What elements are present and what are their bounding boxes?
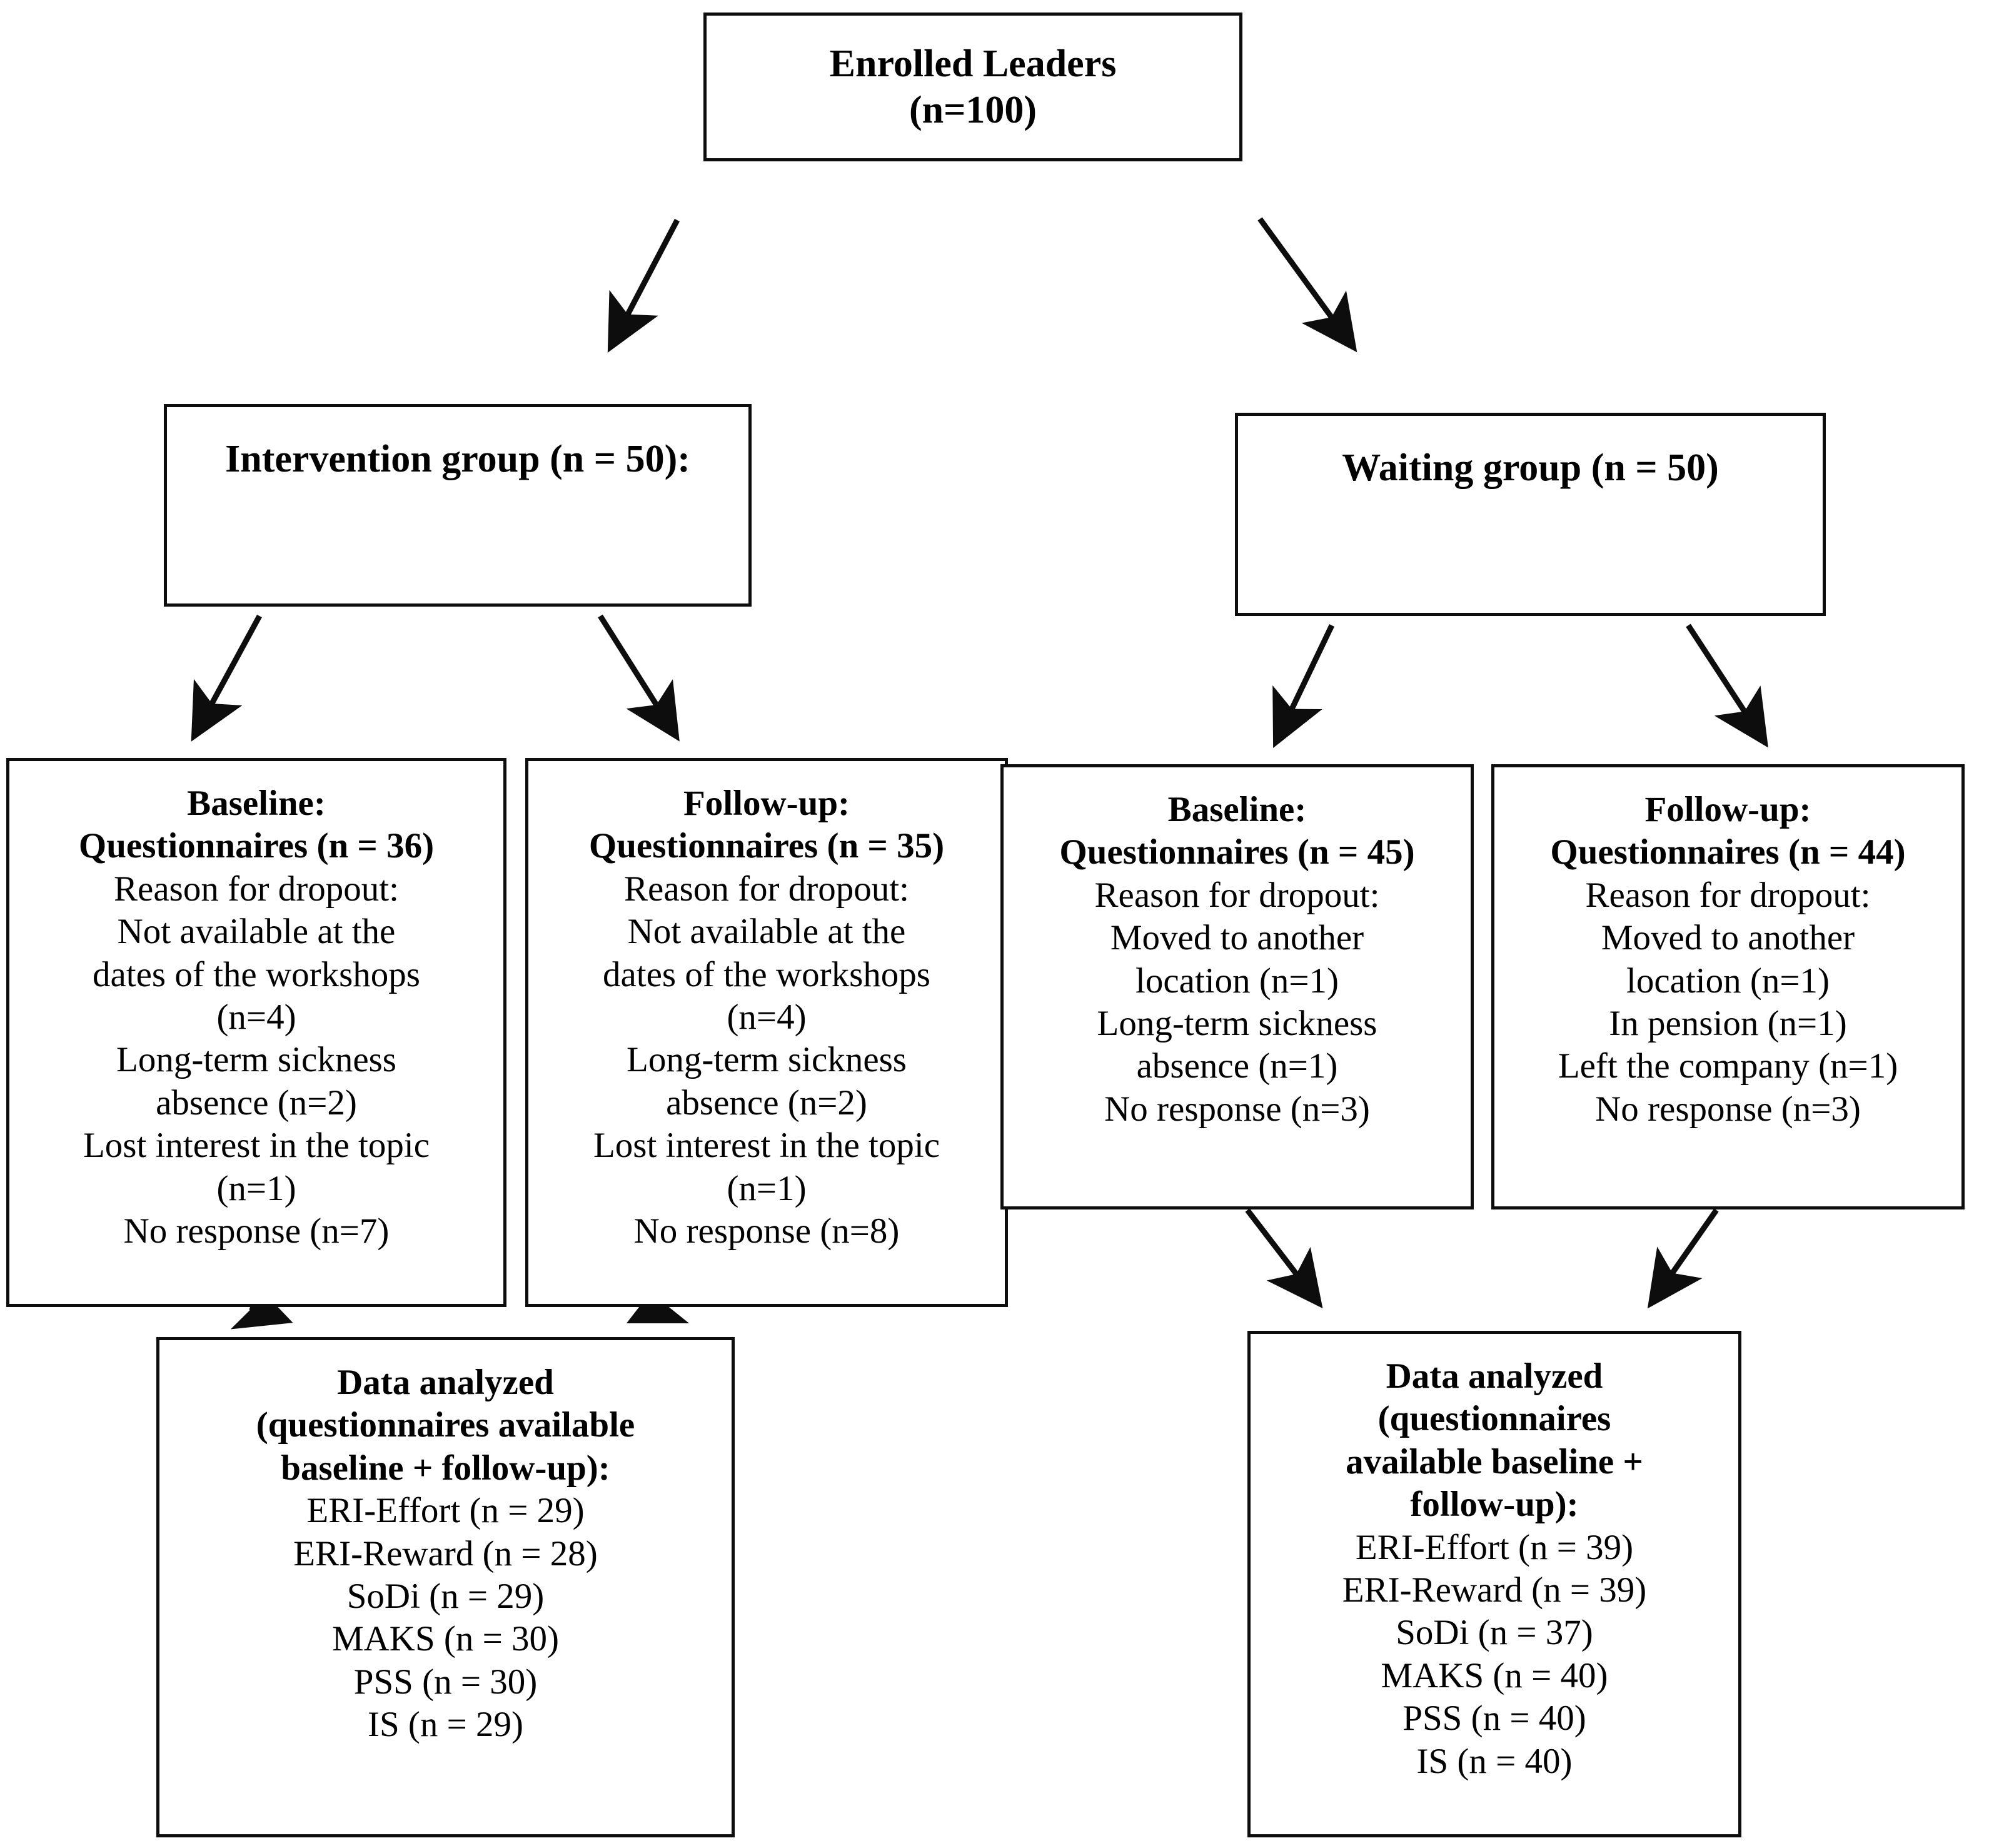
text-line: Questionnaires (n = 36): [78, 826, 435, 866]
node-waiting-group[interactable]: Waiting group (n = 50): [1235, 413, 1826, 616]
text-line: Baseline:: [1167, 790, 1307, 829]
text-line: dates of the workshops: [93, 954, 420, 994]
text-line: ERI-Effort (n = 29): [306, 1491, 585, 1531]
node-intervention-baseline[interactable]: Baseline: Questionnaires (n = 36) Reason…: [6, 758, 506, 1307]
text-line: ERI-Effort (n = 39): [1355, 1527, 1634, 1567]
text-line: No response (n=3): [1104, 1089, 1370, 1129]
text-line: Follow-up:: [1644, 790, 1811, 829]
node-intervention-followup-text: Follow-up: Questionnaires (n = 35) Reaso…: [528, 782, 1005, 1253]
text-line: Questionnaires (n = 35): [588, 826, 945, 866]
node-intervention-group-text: Intervention group (n = 50):: [167, 436, 748, 482]
edge-waiting-to-baseline: [1272, 624, 1335, 749]
text-line: location (n=1): [1135, 961, 1339, 1001]
edge-waiting-baseline-to-analyzed: [1245, 1208, 1323, 1309]
node-intervention-group[interactable]: Intervention group (n = 50):: [164, 404, 752, 607]
edge-enrolled-to-intervention: [607, 218, 680, 353]
edge-intervention-baseline-to-analyzed: [230, 1277, 293, 1330]
node-waiting-group-text: Waiting group (n = 50): [1238, 445, 1823, 491]
text-line: Left the company (n=1): [1558, 1046, 1898, 1086]
node-waiting-baseline[interactable]: Baseline: Questionnaires (n = 45) Reason…: [1000, 764, 1474, 1209]
text-line: MAKS (n = 30): [331, 1619, 560, 1659]
edge-intervention-followup-to-analyzed: [626, 1273, 690, 1324]
text-line: baseline + follow-up):: [281, 1448, 610, 1488]
text-line: ERI-Reward (n = 39): [1342, 1570, 1647, 1610]
text-line: ERI-Reward (n = 28): [293, 1533, 598, 1573]
text-line: No response (n=7): [123, 1211, 390, 1251]
node-intervention-followup[interactable]: Follow-up: Questionnaires (n = 35) Reaso…: [525, 758, 1008, 1307]
text-line: Moved to another: [1110, 918, 1364, 958]
text-line: absence (n=2): [156, 1083, 357, 1123]
text-line: PSS (n = 30): [353, 1662, 538, 1702]
edge-waiting-to-followup: [1686, 624, 1768, 748]
text-line: Enrolled Leaders: [829, 42, 1117, 85]
text-line: IS (n = 40): [1416, 1741, 1573, 1781]
text-line: Moved to another: [1601, 918, 1855, 958]
text-line: Baseline:: [187, 784, 326, 823]
text-line: Intervention group (n = 50):: [225, 438, 690, 480]
edge-waiting-followup-to-analyzed: [1647, 1208, 1719, 1309]
text-line: Long-term sickness: [1097, 1003, 1377, 1043]
text-line: No response (n=8): [633, 1211, 900, 1251]
node-waiting-data-analyzed-text: Data analyzed (questionnaires available …: [1251, 1355, 1738, 1783]
text-line: Lost interest in the topic: [83, 1126, 430, 1166]
node-intervention-data-analyzed-text: Data analyzed (questionnaires available …: [159, 1361, 732, 1747]
text-line: (n=100): [909, 89, 1037, 131]
text-line: Questionnaires (n = 45): [1059, 832, 1415, 872]
text-line: absence (n=2): [666, 1083, 867, 1123]
text-line: (questionnaires available: [256, 1405, 635, 1445]
text-line: Follow-up:: [683, 784, 850, 823]
text-line: Not available at the: [627, 912, 906, 952]
text-line: Not available at the: [117, 912, 396, 952]
node-intervention-data-analyzed[interactable]: Data analyzed (questionnaires available …: [156, 1337, 735, 1837]
text-line: SoDi (n = 37): [1396, 1613, 1593, 1653]
text-line: Long-term sickness: [627, 1040, 907, 1080]
text-line: absence (n=1): [1136, 1046, 1338, 1086]
edge-intervention-to-baseline: [191, 614, 262, 742]
node-waiting-baseline-text: Baseline: Questionnaires (n = 45) Reason…: [1004, 789, 1471, 1131]
edge-intervention-to-followup: [598, 614, 680, 742]
node-enrolled-leaders[interactable]: Enrolled Leaders (n=100): [703, 13, 1242, 161]
text-line: MAKS (n = 40): [1381, 1655, 1608, 1695]
text-line: SoDi (n = 29): [346, 1576, 545, 1616]
node-waiting-followup[interactable]: Follow-up: Questionnaires (n = 44) Reaso…: [1491, 764, 1965, 1209]
text-line: Reason for dropout:: [624, 869, 909, 909]
text-line: Lost interest in the topic: [593, 1126, 940, 1166]
text-line: No response (n=3): [1595, 1089, 1861, 1129]
text-line: PSS (n = 40): [1402, 1699, 1586, 1739]
text-line: (n=1): [216, 1168, 296, 1208]
node-waiting-data-analyzed[interactable]: Data analyzed (questionnaires available …: [1247, 1331, 1741, 1837]
text-line: location (n=1): [1626, 961, 1830, 1001]
text-line: In pension (n=1): [1609, 1003, 1847, 1043]
text-line: Waiting group (n = 50): [1342, 447, 1719, 489]
text-line: available baseline +: [1346, 1442, 1643, 1482]
text-line: Long-term sickness: [116, 1040, 396, 1080]
text-line: Reason for dropout:: [114, 869, 399, 909]
text-line: dates of the workshops: [603, 954, 930, 994]
text-line: IS (n = 29): [367, 1705, 524, 1745]
text-line: (questionnaires: [1377, 1399, 1611, 1439]
text-line: (n=1): [727, 1168, 807, 1208]
text-line: (n=4): [727, 997, 807, 1037]
edge-enrolled-to-waiting: [1257, 217, 1357, 353]
text-line: Reason for dropout:: [1585, 875, 1871, 915]
node-intervention-baseline-text: Baseline: Questionnaires (n = 36) Reason…: [9, 782, 503, 1253]
text-line: follow-up):: [1410, 1485, 1579, 1525]
text-line: Data analyzed: [337, 1363, 554, 1402]
text-line: Questionnaires (n = 44): [1550, 832, 1906, 872]
text-line: (n=4): [216, 997, 296, 1037]
node-enrolled-leaders-text: Enrolled Leaders (n=100): [707, 41, 1239, 134]
text-line: Data analyzed: [1386, 1356, 1603, 1396]
node-waiting-followup-text: Follow-up: Questionnaires (n = 44) Reaso…: [1494, 789, 1961, 1131]
text-line: Reason for dropout:: [1094, 875, 1380, 915]
